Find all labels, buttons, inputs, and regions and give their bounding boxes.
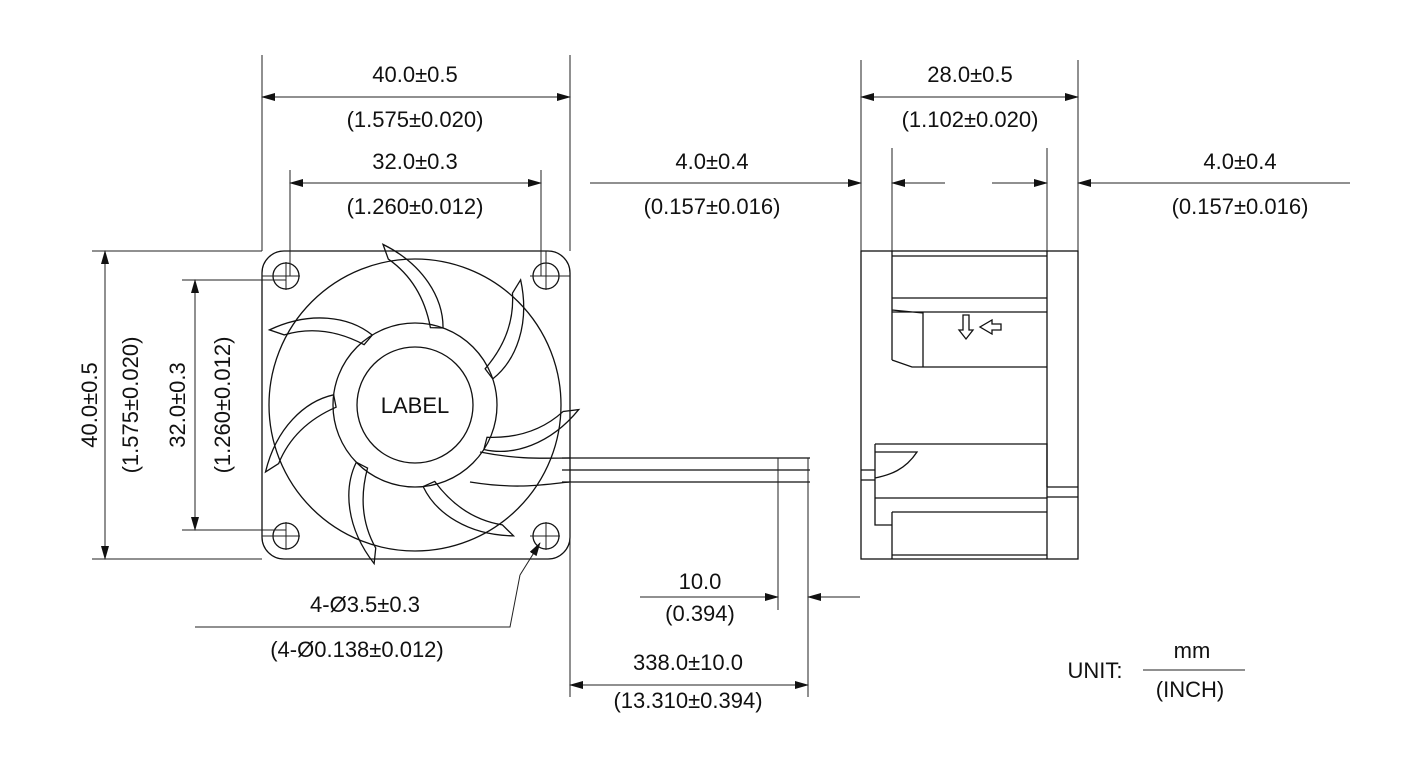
width-mm: 40.0±0.5 <box>372 62 457 87</box>
strip-mm: 10.0 <box>679 569 722 594</box>
cable-length-mm: 338.0±10.0 <box>633 650 743 675</box>
unit-inch: (INCH) <box>1156 677 1224 702</box>
impeller-blade <box>267 317 374 346</box>
fan-frame <box>261 250 571 560</box>
hole-spacing-v-mm: 32.0±0.3 <box>165 362 190 447</box>
hole-spacing-h-mm: 32.0±0.3 <box>372 149 457 174</box>
side-view <box>860 250 1079 560</box>
flange-left-inch: (0.157±0.016) <box>644 194 781 219</box>
height-inch: (1.575±0.020) <box>118 337 143 474</box>
holes-inch: (4-Ø0.138±0.012) <box>270 637 444 662</box>
depth-inch: (1.102±0.020) <box>902 107 1039 132</box>
airflow-arrow-icon <box>957 314 975 341</box>
hub-ring <box>332 322 498 488</box>
flange-right-mm: 4.0±0.4 <box>1203 149 1276 174</box>
impeller-blade <box>483 408 581 452</box>
holes-mm: 4-Ø3.5±0.3 <box>310 592 420 617</box>
impeller-blade <box>422 480 516 537</box>
impeller-blades <box>264 243 581 566</box>
width-inch: (1.575±0.020) <box>347 107 484 132</box>
depth-mm: 28.0±0.5 <box>927 62 1012 87</box>
rotation-arrow-icon <box>978 318 1002 336</box>
flange-left-mm: 4.0±0.4 <box>675 149 748 174</box>
mounting-holes <box>262 251 570 550</box>
hub-label-area <box>356 346 474 464</box>
hole-spacing-v-inch: (1.260±0.012) <box>210 337 235 474</box>
height-mm: 40.0±0.5 <box>77 362 102 447</box>
cable <box>469 451 810 487</box>
flange-right-inch: (0.157±0.016) <box>1172 194 1309 219</box>
hub-label: LABEL <box>381 393 450 418</box>
unit-label: UNIT: <box>1068 658 1123 683</box>
strip-inch: (0.394) <box>665 601 735 626</box>
cable-length-inch: (13.310±0.394) <box>613 688 762 713</box>
hole-spacing-h-inch: (1.260±0.012) <box>347 194 484 219</box>
impeller-blade <box>264 394 337 474</box>
front-view: LABEL <box>261 243 810 566</box>
unit-mm: mm <box>1174 638 1211 663</box>
impeller-blade <box>484 278 525 380</box>
fan-side-frame <box>860 250 1079 560</box>
impeller-blade <box>381 243 444 329</box>
fan-opening <box>268 258 562 552</box>
impeller-blade <box>348 461 377 566</box>
